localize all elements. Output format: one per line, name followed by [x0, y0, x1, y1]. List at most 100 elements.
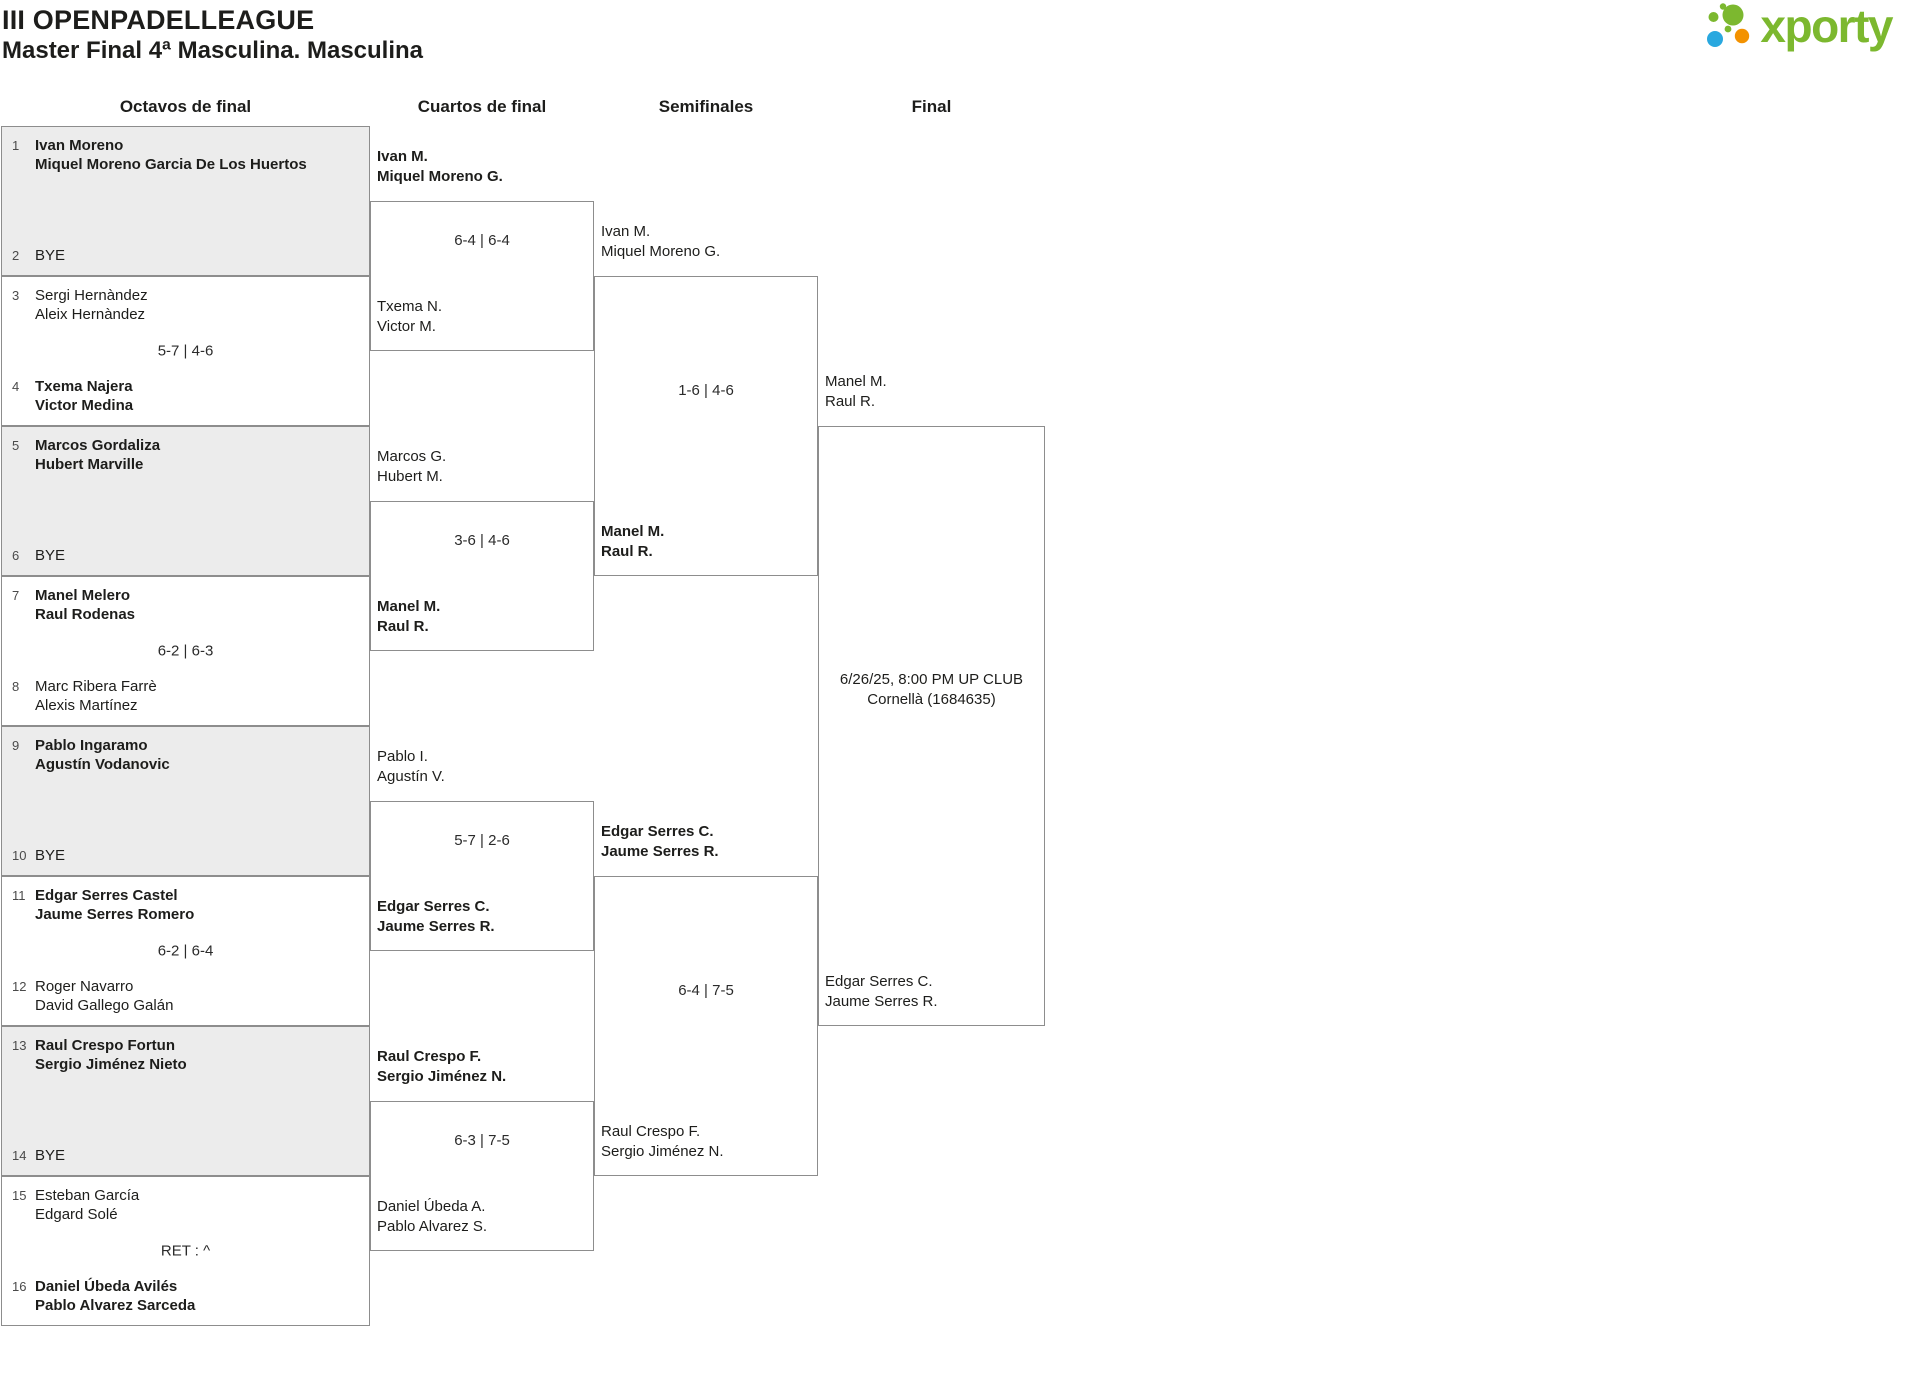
team-bottom: 8 Marc Ribera Farrè Alexis Martínez — [12, 677, 363, 715]
seed-number: 6 — [12, 548, 20, 563]
match-score: 6-2 | 6-3 — [157, 642, 214, 660]
player-name: Pablo Ingaramo — [35, 737, 148, 754]
player-name: Ivan Moreno — [35, 137, 124, 154]
seed-number: 8 — [12, 679, 20, 694]
player-name: Agustín Vodanovic — [35, 756, 170, 773]
player-name: Jaume Serres Romero — [35, 906, 195, 923]
match-r16-5[interactable]: 9 Pablo Ingaramo Agustín Vodanovic 10 BY… — [1, 726, 370, 876]
team-label: Raul Crespo F.Sergio Jiménez N. — [601, 1123, 724, 1160]
player-name: Roger Navarro — [35, 978, 134, 995]
player-name: Daniel Úbeda Avilés — [35, 1278, 178, 1295]
team-bottom: 12 Roger Navarro David Gallego Galán — [12, 977, 363, 1015]
player-name: Txema Najera — [35, 378, 133, 395]
player-name: Miquel Moreno Garcia De Los Huertos — [35, 156, 307, 173]
match-r16-4[interactable]: 7 Manel Melero Raul Rodenas 6-2 | 6-3 8 … — [1, 576, 370, 726]
page-subtitle: Master Final 4ª Masculina. Masculina — [2, 37, 424, 64]
match-qf-2[interactable] — [370, 501, 594, 651]
xporty-logo[interactable]: xporty — [1703, 0, 1893, 54]
player-name: Raul Rodenas — [35, 606, 136, 623]
player-name: Raul Crespo Fortun — [35, 1037, 176, 1054]
match-score: 6-4 | 6-4 — [454, 232, 510, 249]
team-bottom: 10 BYE — [12, 846, 363, 865]
seed-number: 10 — [12, 848, 27, 863]
player-name: Pablo Alvarez Sarceda — [35, 1297, 196, 1314]
match-sf-2[interactable] — [594, 876, 818, 1176]
player-name: Manel Melero — [35, 587, 131, 604]
player-name: Aleix Hernàndez — [35, 306, 146, 323]
round-header-semifinales: Semifinales — [658, 97, 754, 116]
team-top: 7 Manel Melero Raul Rodenas — [12, 586, 363, 624]
xporty-logo-text: xporty — [1760, 0, 1893, 52]
seed-number: 15 — [12, 1188, 27, 1203]
team-top: 1 Ivan Moreno Miquel Moreno Garcia De Lo… — [12, 136, 363, 174]
match-final[interactable] — [818, 426, 1045, 1026]
seed-number: 3 — [12, 288, 20, 303]
team-top: 5 Marcos Gordaliza Hubert Marville — [12, 436, 363, 474]
team-label: Daniel Úbeda A.Pablo Alvarez S. — [377, 1198, 488, 1235]
team-bottom: 4 Txema Najera Victor Medina — [12, 377, 363, 415]
match-score: 1-6 | 4-6 — [678, 382, 734, 399]
match-r16-1[interactable]: 1 Ivan Moreno Miquel Moreno Garcia De Lo… — [1, 126, 370, 276]
team-label: Manel M.Raul R. — [825, 373, 887, 410]
match-score: 3-6 | 4-6 — [454, 532, 510, 549]
team-bottom: 16 Daniel Úbeda Avilés Pablo Alvarez Sar… — [12, 1277, 363, 1315]
match-r16-2[interactable]: 3 Sergi Hernàndez Aleix Hernàndez 5-7 | … — [1, 276, 370, 426]
match-r16-6[interactable]: 11 Edgar Serres Castel Jaume Serres Rome… — [1, 876, 370, 1026]
match-score: 6-2 | 6-4 — [157, 942, 214, 960]
tournament-bracket: Octavos de final Cuartos de final Semifi… — [1, 97, 1045, 1326]
seed-number: 1 — [12, 138, 20, 153]
match-qf-3[interactable] — [370, 801, 594, 951]
round-header-final: Final — [911, 97, 952, 116]
player-name: Victor Medina — [35, 397, 134, 414]
xporty-logo-icon — [1707, 3, 1750, 47]
player-name: BYE — [35, 1147, 66, 1164]
team-label: Edgar Serres C.Jaume Serres R. — [601, 823, 719, 860]
team-top: 9 Pablo Ingaramo Agustín Vodanovic — [12, 736, 363, 774]
match-r16-7[interactable]: 13 Raul Crespo Fortun Sergio Jiménez Nie… — [1, 1026, 370, 1176]
team-bottom: 6 BYE — [12, 546, 363, 565]
match-score: RET : ^ — [160, 1242, 211, 1260]
team-top: 15 Esteban García Edgard Solé — [12, 1186, 363, 1224]
team-label: Ivan M.Miquel Moreno G. — [377, 148, 503, 185]
team-label: Raul Crespo F.Sergio Jiménez N. — [377, 1048, 507, 1085]
seed-number: 11 — [12, 888, 26, 903]
team-label: Edgar Serres C.Jaume Serres R. — [825, 973, 938, 1010]
team-top: 3 Sergi Hernàndez Aleix Hernàndez — [12, 286, 363, 324]
match-qf-4[interactable] — [370, 1101, 594, 1251]
player-name: Hubert Marville — [35, 456, 144, 473]
player-name: David Gallego Galán — [35, 997, 174, 1014]
player-name: BYE — [35, 847, 66, 864]
team-label: Ivan M.Miquel Moreno G. — [601, 223, 721, 260]
team-label: Marcos G.Hubert M. — [377, 448, 447, 485]
player-name: BYE — [35, 247, 66, 264]
seed-number: 14 — [12, 1148, 27, 1163]
player-name: Alexis Martínez — [35, 697, 138, 714]
match-qf-1[interactable] — [370, 201, 594, 351]
team-bottom: 2 BYE — [12, 246, 363, 265]
match-score: 5-7 | 2-6 — [454, 832, 510, 849]
team-label: Manel M.Raul R. — [601, 523, 665, 560]
player-name: Edgard Solé — [35, 1206, 118, 1223]
team-bottom: 14 BYE — [12, 1146, 363, 1165]
round-header-cuartos: Cuartos de final — [417, 97, 547, 116]
team-label: Manel M.Raul R. — [377, 598, 441, 635]
match-r16-8[interactable]: 15 Esteban García Edgard Solé RET : ^ 16… — [1, 1176, 370, 1326]
player-name: Sergi Hernàndez — [35, 287, 148, 304]
match-score: 6-4 | 7-5 — [678, 982, 734, 999]
team-top: 11 Edgar Serres Castel Jaume Serres Rome… — [12, 886, 363, 924]
team-label: Pablo I.Agustín V. — [377, 748, 445, 785]
player-name: BYE — [35, 547, 66, 564]
seed-number: 12 — [12, 979, 27, 994]
round-header-octavos: Octavos de final — [119, 97, 252, 116]
team-label: Txema N.Victor M. — [377, 298, 443, 335]
player-name: Marc Ribera Farrè — [35, 678, 157, 695]
match-r16-3[interactable]: 5 Marcos Gordaliza Hubert Marville 6 BYE — [1, 426, 370, 576]
team-label: Edgar Serres C.Jaume Serres R. — [377, 898, 495, 935]
player-name: Esteban García — [35, 1187, 140, 1204]
seed-number: 16 — [12, 1279, 27, 1294]
match-sf-1[interactable] — [594, 276, 818, 576]
match-score: 6-3 | 7-5 — [454, 1132, 510, 1149]
seed-number: 13 — [12, 1038, 27, 1053]
seed-number: 9 — [12, 738, 20, 753]
